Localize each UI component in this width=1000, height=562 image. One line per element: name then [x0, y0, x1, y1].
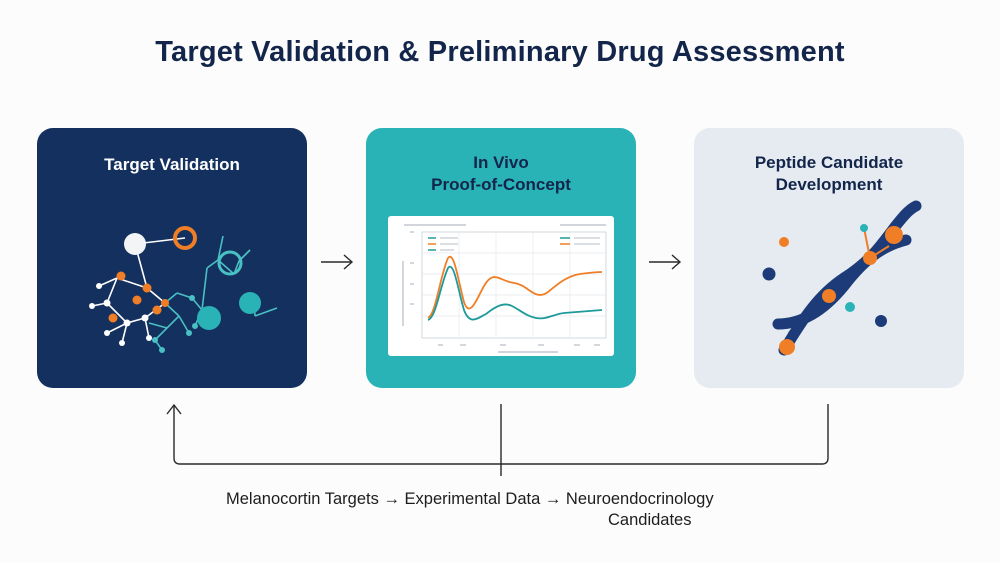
pipeline-caption: Melanocortin Targets → Experimental Data… — [226, 489, 786, 531]
in-vivo-label-line2: Proof-of-Concept — [431, 175, 571, 194]
page-title: Target Validation & Preliminary Drug Ass… — [155, 36, 845, 68]
chart-panel — [388, 216, 614, 356]
target-validation-card: Target Validation — [37, 128, 307, 388]
peptide-label-line2: Development — [775, 175, 883, 194]
molecule-network-icon — [89, 226, 278, 353]
peptide-card: Peptide Candidate Development — [694, 128, 964, 388]
caption-line2: Candidates — [608, 511, 692, 529]
arrow-right-icon — [649, 254, 682, 270]
in-vivo-label-line1: In Vivo — [473, 153, 529, 172]
dna-helix-icon — [762, 200, 922, 356]
in-vivo-card: In Vivo Proof-of-Concept — [366, 128, 636, 388]
arrow-right-icon — [321, 254, 354, 270]
target-validation-label: Target Validation — [104, 155, 240, 174]
caption-line1: Melanocortin Targets → Experimental Data… — [226, 490, 714, 508]
in-vivo-label: In Vivo Proof-of-Concept — [366, 152, 636, 196]
peptide-label: Peptide Candidate Development — [694, 152, 964, 196]
peptide-label-line1: Peptide Candidate — [754, 153, 904, 172]
line-chart-icon — [402, 224, 607, 353]
